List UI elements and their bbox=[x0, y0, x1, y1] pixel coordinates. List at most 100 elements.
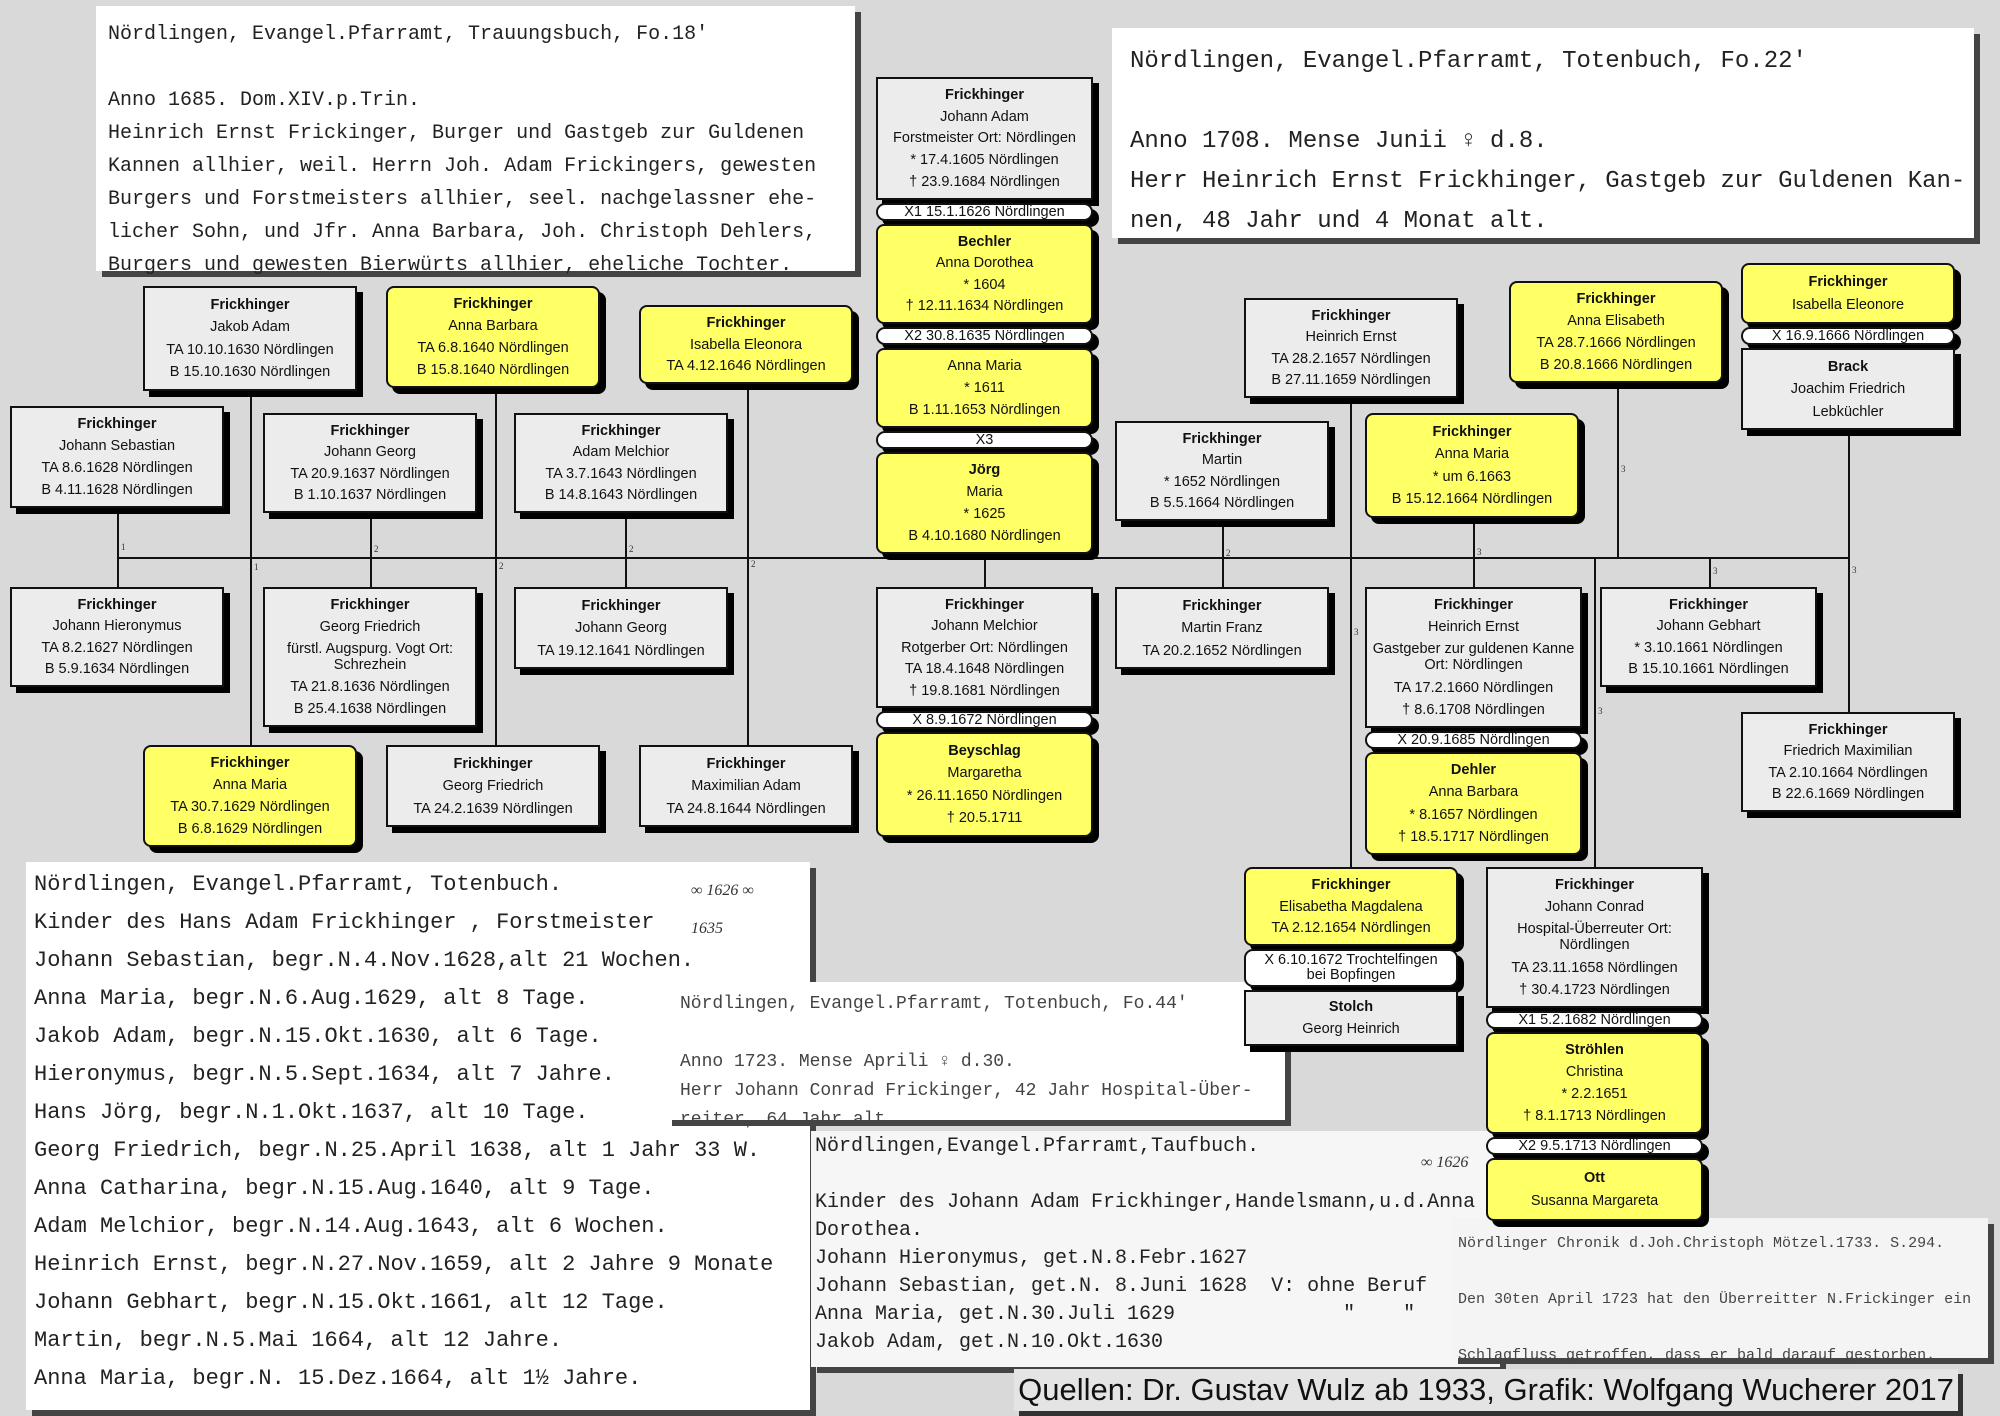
surname: Frickhinger bbox=[1434, 597, 1513, 614]
person-detail: X 20.9.1685 Nördlingen bbox=[1397, 731, 1550, 748]
person-detail: * 8.1657 Nördlingen bbox=[1409, 806, 1538, 823]
person-detail: Jakob Adam bbox=[210, 319, 290, 336]
surname: Brack bbox=[1827, 358, 1869, 375]
person-detail: X2 9.5.1713 Nördlingen bbox=[1518, 1137, 1671, 1154]
document-chronik: Nördlinger Chronik d.Joh.Christoph Mötze… bbox=[1452, 1218, 1988, 1364]
surname: Ott bbox=[1584, 1169, 1605, 1186]
document-line: Nördlingen, Evangel.Pfarramt, Totenbuch,… bbox=[1130, 48, 1807, 75]
document-line: Heinrich Ernst, begr.N.27.Nov.1659, alt … bbox=[34, 1252, 774, 1277]
document-taufbuch: ∞ 1626 Nördlingen,Evangel.Pfarramt,Taufb… bbox=[811, 1131, 1500, 1367]
person-detail: X 8.9.1672 Nördlingen bbox=[912, 711, 1057, 728]
person-detail: * um 6.1663 bbox=[1432, 468, 1512, 485]
person-detail: Johann Conrad bbox=[1544, 899, 1645, 916]
marriage-label: X2 9.5.1713 Nördlingen bbox=[1486, 1137, 1703, 1155]
surname: Frickhinger bbox=[1555, 877, 1634, 894]
person-detail: Forstmeister Ort: Nördlingen bbox=[893, 130, 1076, 147]
person-detail: † 19.8.1681 Nördlingen bbox=[909, 682, 1060, 699]
surname: Frickhinger bbox=[453, 755, 533, 772]
person-detail: Hospital-Überreuter Ort: Nördlingen bbox=[1517, 921, 1672, 954]
person-detail: B 20.8.1666 Nördlingen bbox=[1539, 357, 1693, 373]
person-detail: TA 3.7.1643 Nördlingen bbox=[545, 465, 697, 482]
person-detail: Georg Friedrich bbox=[442, 778, 544, 794]
person-detail: * 17.4.1605 Nördlingen bbox=[910, 152, 1059, 169]
person-detail: Johann Sebastian bbox=[58, 438, 176, 454]
child-connector bbox=[250, 391, 252, 745]
document-trauungsbuch: Nördlingen, Evangel.Pfarramt, Trauungsbu… bbox=[96, 6, 855, 277]
person-detail: TA 2.12.1654 Nördlingen bbox=[1271, 920, 1431, 937]
document-line: Johann Sebastian, get.N. 8.Juni 1628 V: … bbox=[815, 1275, 1428, 1298]
document-line bbox=[108, 51, 843, 84]
sources-caption: Quellen: Dr. Gustav Wulz ab 1933, Grafik… bbox=[1014, 1369, 1958, 1411]
person-detail: B 27.11.1659 Nördlingen bbox=[1271, 372, 1431, 389]
document-line: Anno 1708. Mense Junii ♀ d.8. bbox=[1130, 128, 1548, 155]
marriage-label: X2 30.8.1635 Nördlingen bbox=[876, 327, 1093, 345]
person-detail: Rotgerber Ort: Nördlingen bbox=[901, 639, 1068, 656]
surname: Frickhinger bbox=[1311, 876, 1391, 893]
document-line bbox=[815, 1161, 1496, 1189]
document-line: Heinrich Ernst Frickinger, Burger und Ga… bbox=[108, 122, 805, 145]
person-detail: B 15.10.1630 Nördlingen bbox=[169, 364, 331, 381]
document-line: Anna Maria, begr.N.6.Aug.1629, alt 8 Tag… bbox=[34, 986, 589, 1011]
child-connector bbox=[1350, 398, 1352, 867]
